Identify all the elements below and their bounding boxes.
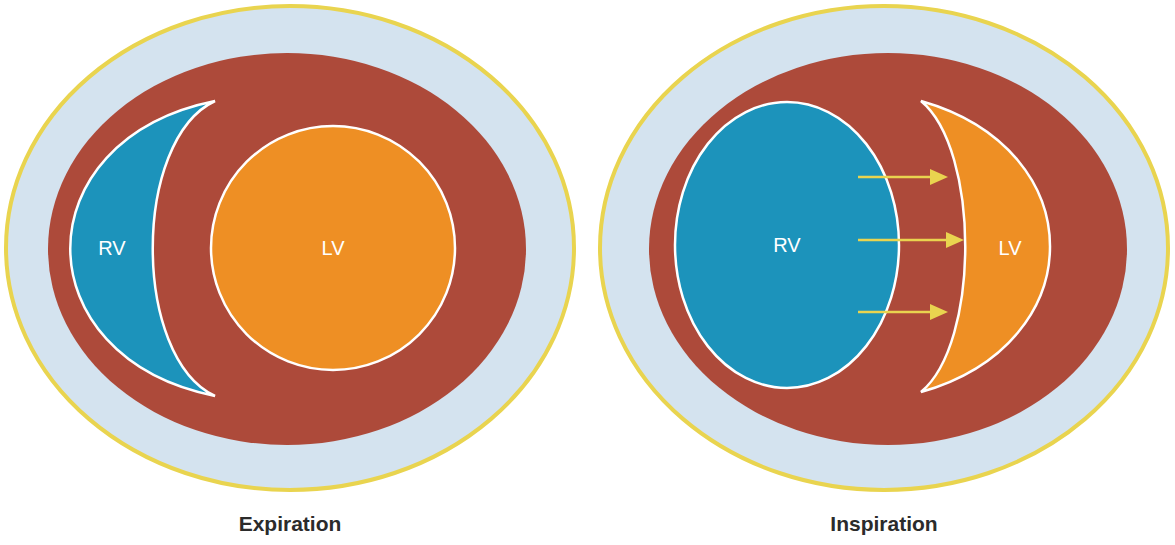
- lv-crescent: LV: [910, 95, 1060, 400]
- pericardium: [600, 6, 1168, 490]
- arrow-shaft: [858, 239, 948, 242]
- arrow-shaft: [858, 311, 932, 314]
- lv-circle-shape: [211, 126, 455, 370]
- lv-circle: LV: [205, 120, 461, 376]
- rv-crescent-outline: [40, 95, 230, 405]
- chamber-label: RV: [98, 236, 125, 260]
- arrow-head: [946, 232, 964, 248]
- phase-caption: Expiration: [239, 511, 342, 536]
- chamber-label: LV: [322, 236, 345, 260]
- chamber-label: LV: [999, 236, 1022, 260]
- pericardium: [6, 6, 574, 490]
- arrow-head: [930, 304, 948, 320]
- lv-crescent-shape: [921, 101, 1050, 392]
- lv-crescent-outline: [910, 95, 1060, 400]
- rv-ellipse-shape: [675, 102, 899, 388]
- rv-crescent-shape: [70, 101, 215, 396]
- arrow-head: [930, 169, 948, 185]
- rv-crescent: RV: [40, 95, 230, 405]
- phase-caption: Inspiration: [830, 511, 937, 536]
- rv-ellipse: RV: [665, 95, 910, 400]
- myocardium: [649, 53, 1127, 445]
- arrow-shaft: [858, 176, 932, 179]
- myocardium: [48, 53, 526, 445]
- chamber-label: RV: [773, 233, 800, 257]
